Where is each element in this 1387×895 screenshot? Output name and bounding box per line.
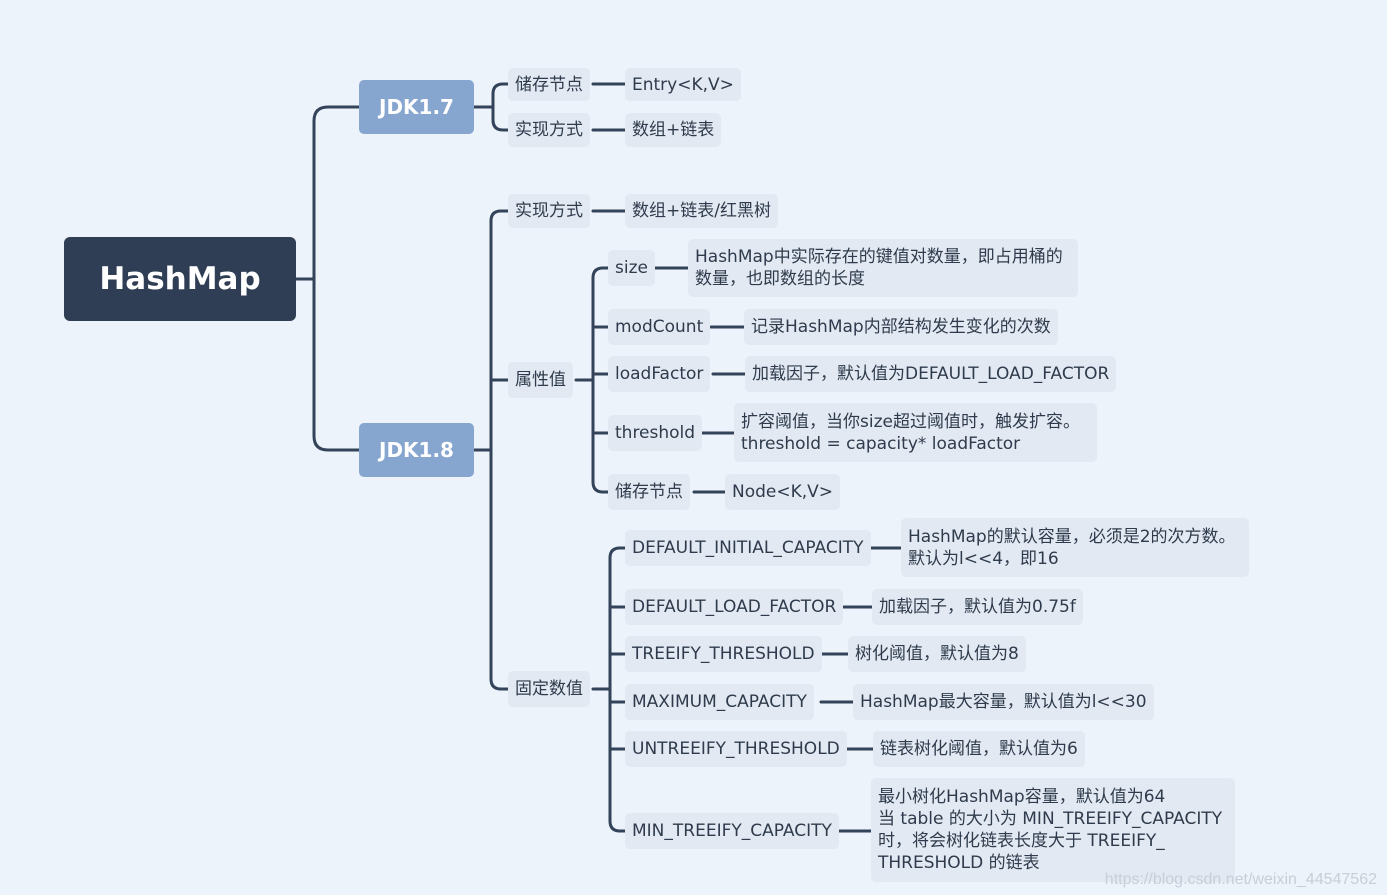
const-mtc-label[interactable]: MIN_TREEIFY_CAPACITY <box>625 813 839 849</box>
jdk17-node[interactable]: JDK1.7 <box>359 80 474 134</box>
const-tt-label[interactable]: TREEIFY_THRESHOLD <box>625 636 822 672</box>
const-dic-label[interactable]: DEFAULT_INITIAL_CAPACITY <box>625 530 871 566</box>
attr-modcount-desc[interactable]: 记录HashMap内部结构发生变化的次数 <box>744 309 1058 345</box>
jdk17-impl-label[interactable]: 实现方式 <box>508 113 590 147</box>
const-ut-desc[interactable]: 链表树化阈值，默认值为6 <box>873 731 1085 767</box>
attr-node-desc[interactable]: Node<K,V> <box>725 474 841 510</box>
const-dlf-label[interactable]: DEFAULT_LOAD_FACTOR <box>625 589 844 625</box>
const-dic-desc-line: 默认为l<<4，即16 <box>908 548 1059 569</box>
jdk17-storage-label[interactable]: 储存节点 <box>508 68 590 101</box>
const-mtc-desc-line: 当 table 的大小为 MIN_TREEIFY_CAPACITY <box>878 809 1223 829</box>
attr-threshold-desc-line: 扩容阈值，当你size超过阈值时，触发扩容。 <box>741 411 1080 432</box>
attr-size-desc-line: 数量，也即数组的长度 <box>695 269 865 289</box>
attr-loadfactor-desc[interactable]: 加载因子，默认值为DEFAULT_LOAD_FACTOR <box>745 356 1117 392</box>
jdk17-storage-value[interactable]: Entry<K,V> <box>625 68 741 101</box>
const-dic-desc[interactable]: HashMap的默认容量，必须是2的次方数。 默认为l<<4，即16 <box>901 518 1249 577</box>
attr-threshold-label[interactable]: threshold <box>608 415 703 451</box>
const-mc-label[interactable]: MAXIMUM_CAPACITY <box>625 684 814 720</box>
const-mtc-desc[interactable]: 最小树化HashMap容量，默认值为64 当 table 的大小为 MIN_TR… <box>871 778 1235 882</box>
jdk18-impl-label[interactable]: 实现方式 <box>508 194 590 228</box>
const-dlf-desc[interactable]: 加载因子，默认值为0.75f <box>872 589 1083 625</box>
const-mtc-desc-line: 时，将会树化链表长度大于 TREEIFY_ <box>878 831 1165 851</box>
const-mc-desc[interactable]: HashMap最大容量，默认值为l<<30 <box>853 684 1154 720</box>
const-dic-desc-line: HashMap的默认容量，必须是2的次方数。 <box>908 526 1236 547</box>
jdk17-impl-value[interactable]: 数组+链表 <box>625 113 722 147</box>
attrs-label[interactable]: 属性值 <box>508 362 573 398</box>
attr-node-label[interactable]: 储存节点 <box>608 474 690 510</box>
attr-threshold-desc[interactable]: 扩容阈值，当你size超过阈值时，触发扩容。 threshold = capac… <box>734 403 1097 462</box>
const-tt-desc[interactable]: 树化阈值，默认值为8 <box>848 636 1026 672</box>
const-mtc-desc-line: THRESHOLD 的链表 <box>878 853 1040 873</box>
const-ut-label[interactable]: UNTREEIFY_THRESHOLD <box>625 731 847 767</box>
const-mtc-desc-line: 最小树化HashMap容量，默认值为64 <box>878 787 1166 807</box>
attr-size-desc-line: HashMap中实际存在的键值对数量，即占用桶的 <box>695 247 1063 267</box>
constants-label[interactable]: 固定数值 <box>508 671 590 707</box>
jdk18-node[interactable]: JDK1.8 <box>359 423 474 477</box>
attr-size-label[interactable]: size <box>608 250 655 286</box>
attr-loadfactor-label[interactable]: loadFactor <box>608 356 711 392</box>
attr-threshold-desc-line: threshold = capacity* loadFactor <box>741 433 1021 454</box>
jdk18-impl-value[interactable]: 数组+链表/红黑树 <box>625 194 778 228</box>
watermark: https://blog.csdn.net/weixin_44547562 <box>1104 871 1377 888</box>
root-node-hashmap[interactable]: HashMap <box>64 237 296 321</box>
attr-modcount-label[interactable]: modCount <box>608 309 711 345</box>
attr-size-desc[interactable]: HashMap中实际存在的键值对数量，即占用桶的 数量，也即数组的长度 <box>688 239 1078 297</box>
